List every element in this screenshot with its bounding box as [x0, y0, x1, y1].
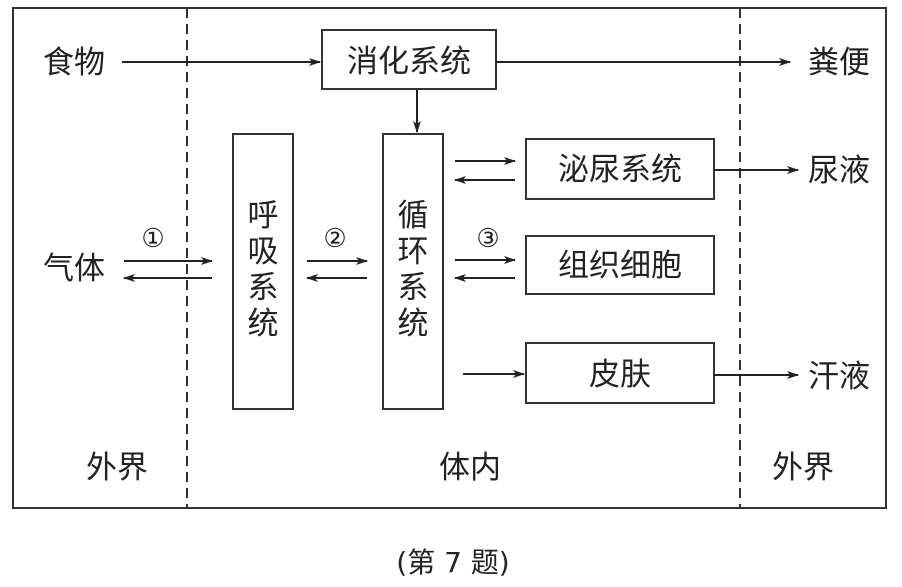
outer-frame: [12, 7, 887, 509]
urinary-system-box: [525, 138, 715, 200]
urine-label: 尿液: [808, 153, 870, 189]
digestive-system-box: [321, 29, 497, 90]
circulatory-char-2: 环: [398, 234, 429, 270]
respiratory-char-2: 吸: [248, 234, 279, 270]
urinary-system-label: 泌尿系统: [558, 152, 682, 188]
marker-1: ①: [141, 224, 164, 254]
skin-box: [525, 342, 715, 404]
marker-2: ②: [323, 224, 346, 254]
food-label: 食物: [43, 45, 105, 81]
gas-label: 气体: [43, 251, 105, 287]
circulatory-char-4: 统: [398, 306, 429, 342]
feces-label: 粪便: [808, 45, 870, 81]
digestive-system-label: 消化系统: [347, 44, 471, 80]
figure-caption: (第 7 题): [396, 546, 509, 579]
sweat-label: 汗液: [808, 359, 870, 395]
respiratory-system-box: [232, 133, 294, 410]
respiratory-char-1: 呼: [248, 198, 279, 234]
tissue-cells-label: 组织细胞: [558, 248, 682, 284]
right-outside-label: 外界: [772, 450, 834, 486]
inside-label: 体内: [439, 450, 501, 486]
tissue-cells-box: [525, 235, 715, 295]
circulatory-char-3: 系: [398, 270, 429, 306]
respiratory-char-3: 系: [248, 270, 279, 306]
skin-label: 皮肤: [589, 357, 651, 393]
circulatory-system-box: [382, 133, 444, 410]
left-outside-label: 外界: [86, 450, 148, 486]
circulatory-char-1: 循: [398, 198, 429, 234]
respiratory-char-4: 统: [248, 306, 279, 342]
marker-3: ③: [476, 224, 499, 254]
